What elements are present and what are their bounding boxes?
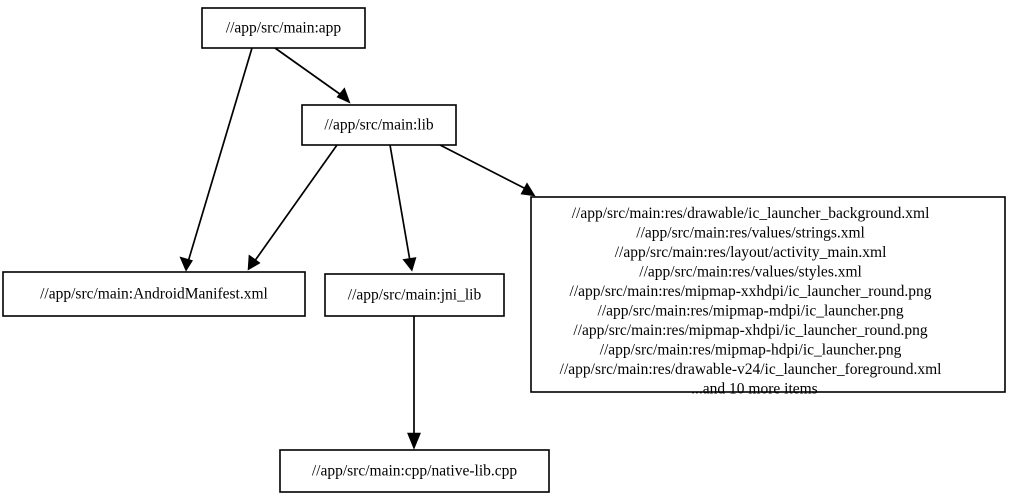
node-lib-label: //app/src/main:lib xyxy=(324,117,434,134)
node-app-box[interactable] xyxy=(201,7,366,49)
node-android-manifest[interactable]: //app/src/main:AndroidManifest.xml xyxy=(2,271,306,317)
node-res-group-box[interactable] xyxy=(530,196,1006,393)
res-line-6: //app/src/main:res/mipmap-xhdpi/ic_launc… xyxy=(573,322,928,339)
res-line-4: //app/src/main:res/mipmap-xxhdpi/ic_laun… xyxy=(570,283,932,300)
node-native-lib-cpp-label: //app/src/main:cpp/native-lib.cpp xyxy=(312,463,518,480)
edge-app-to-manifest xyxy=(179,47,253,272)
node-app[interactable]: //app/src/main:app xyxy=(201,7,366,49)
node-android-manifest-box[interactable] xyxy=(2,271,306,317)
node-app-label: //app/src/main:app xyxy=(226,20,342,37)
res-line-8: //app/src/main:res/drawable-v24/ic_launc… xyxy=(560,361,942,378)
node-jni-lib-label: //app/src/main:jni_lib xyxy=(348,287,482,304)
edge-lib-to-jni-lib xyxy=(389,144,417,272)
res-line-5: //app/src/main:res/mipmap-mdpi/ic_launch… xyxy=(598,303,904,320)
node-jni-lib-box[interactable] xyxy=(324,273,505,317)
node-lib-box[interactable] xyxy=(301,104,457,146)
node-res-group-lines: //app/src/main:res/drawable/ic_launcher_… xyxy=(560,205,977,398)
edge-lib-to-manifest xyxy=(247,144,338,271)
res-line-2: //app/src/main:res/layout/activity_main.… xyxy=(615,244,887,261)
node-res-group[interactable]: //app/src/main:res/drawable/ic_launcher_… xyxy=(530,196,1006,398)
edge-app-to-lib xyxy=(274,47,351,104)
res-line-0: //app/src/main:res/drawable/ic_launcher_… xyxy=(572,205,930,222)
edge-lib-to-res-group xyxy=(439,144,536,197)
node-native-lib-cpp-box[interactable] xyxy=(279,449,550,493)
res-line-9: ...and 10 more items xyxy=(691,381,818,398)
res-line-1: //app/src/main:res/values/strings.xml xyxy=(636,225,865,242)
res-line-3: //app/src/main:res/values/styles.xml xyxy=(639,264,862,281)
node-android-manifest-label: //app/src/main:AndroidManifest.xml xyxy=(40,286,268,303)
edge-jni-lib-to-native-lib xyxy=(407,316,421,450)
res-line-7: //app/src/main:res/mipmap-hdpi/ic_launch… xyxy=(600,342,902,359)
node-jni-lib[interactable]: //app/src/main:jni_lib xyxy=(324,273,505,317)
node-native-lib-cpp[interactable]: //app/src/main:cpp/native-lib.cpp xyxy=(279,449,550,493)
node-lib[interactable]: //app/src/main:lib xyxy=(301,104,457,146)
